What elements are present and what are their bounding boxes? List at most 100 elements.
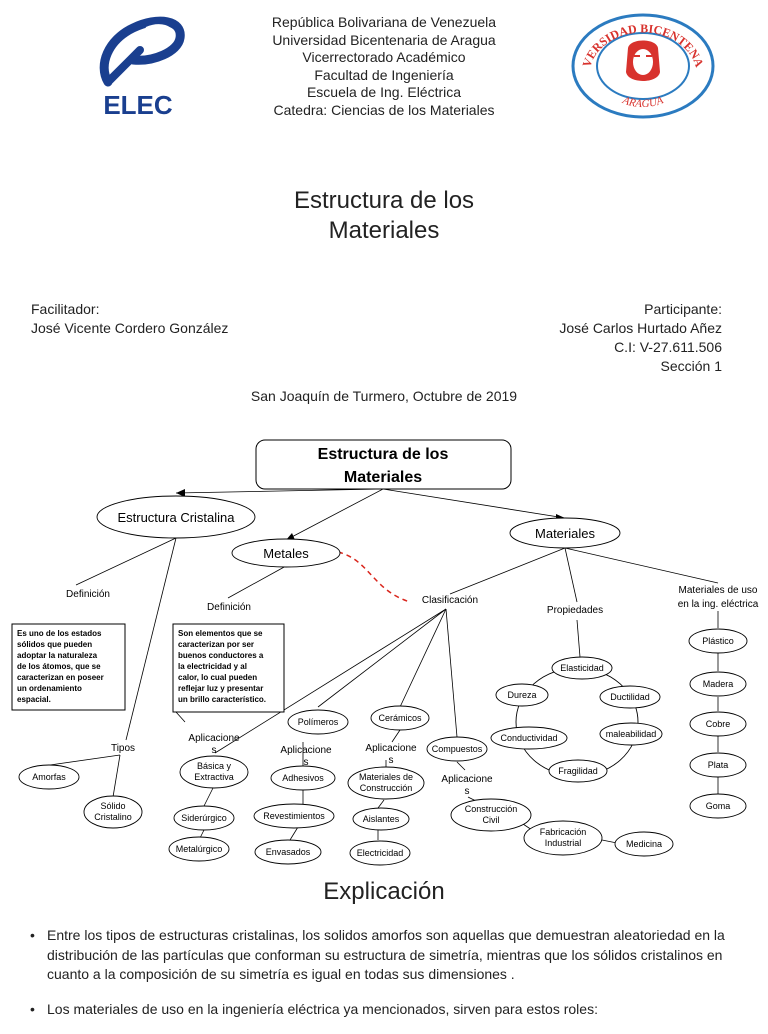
node-materiales-construccion: Materiales de Construcción	[347, 766, 425, 800]
node-fabricacion-industrial: Fabricación Industrial	[523, 820, 603, 856]
svg-text:Aislantes: Aislantes	[363, 814, 400, 824]
small-nodes: Amorfas Sólido Cristalino Básica y Extra…	[18, 628, 748, 866]
bullet-item: • Los materiales de uso en la ingeniería…	[30, 1000, 750, 1020]
svg-text:un ordenamiento: un ordenamiento	[17, 684, 82, 693]
label-tipos: Tipos	[111, 743, 135, 754]
header-line: Facultad de Ingeniería	[314, 66, 454, 83]
svg-text:Madera: Madera	[703, 679, 734, 689]
svg-text:Materiales: Materiales	[535, 526, 595, 541]
svg-text:Medicina: Medicina	[626, 839, 662, 849]
bullet-item: • Entre los tipos de estructuras cristal…	[30, 926, 750, 985]
node-envasados: Envasados	[254, 839, 322, 865]
seal-text-bottom: ARAGUA	[620, 94, 665, 110]
node-compuestos: Compuestos	[426, 736, 488, 762]
svg-text:Amorfas: Amorfas	[32, 772, 66, 782]
svg-text:Básica y: Básica y	[197, 761, 232, 771]
label-propiedades: Propiedades	[547, 605, 603, 616]
svg-text:la electricidad y al: la electricidad y al	[178, 662, 247, 671]
label-aplicaciones-1a: Aplicacione	[188, 733, 240, 744]
svg-text:Polímeros: Polímeros	[298, 717, 339, 727]
svg-text:Estructura Cristalina: Estructura Cristalina	[117, 510, 235, 525]
participant-ci: C.I: V-27.611.506	[614, 339, 722, 355]
svg-text:Materiales: Materiales	[344, 469, 422, 486]
elec-logo: ELEC	[88, 10, 190, 122]
label-aplicaciones-2a: Aplicacione	[280, 745, 332, 756]
svg-text:Construcción: Construcción	[360, 783, 413, 793]
svg-text:buenos conductores a: buenos conductores a	[178, 651, 264, 660]
header-line: República Bolivariana de Venezuela	[271, 14, 497, 30]
svg-text:Ductilidad: Ductilidad	[610, 692, 650, 702]
label-aplicaciones-2b: s	[304, 757, 309, 768]
node-plastico: Plástico	[688, 628, 748, 654]
svg-text:Fabricación: Fabricación	[540, 827, 587, 837]
label-aplicaciones-3b: s	[389, 755, 394, 766]
elec-logo-text: ELEC	[103, 90, 173, 120]
institution-header: República Bolivariana de Venezuela Unive…	[200, 14, 568, 119]
label-materiales-uso-1: Materiales de uso	[679, 585, 758, 596]
svg-text:adoptar la naturaleza: adoptar la naturaleza	[17, 651, 98, 660]
label-aplicaciones-1b: s	[212, 745, 217, 756]
svg-text:Sólido: Sólido	[100, 801, 125, 811]
node-cobre: Cobre	[689, 711, 747, 737]
svg-text:de los átomos, que se: de los átomos, que se	[17, 662, 101, 671]
elec-logo-graphic: ELEC	[99, 16, 185, 120]
title-line-1: Estructura de los	[293, 187, 475, 214]
bullet-text: Los materiales de uso en la ingeniería e…	[47, 1000, 598, 1017]
svg-text:Materiales de: Materiales de	[359, 772, 413, 782]
label-definicion-1: Definición	[66, 589, 110, 600]
svg-text:Es uno de los estados: Es uno de los estados	[17, 629, 102, 638]
facilitator-label: Facilitador:	[31, 301, 100, 317]
node-dureza: Dureza	[495, 683, 549, 707]
svg-text:Goma: Goma	[706, 801, 731, 811]
svg-text:Civil: Civil	[483, 815, 500, 825]
svg-text:Cobre: Cobre	[706, 719, 731, 729]
svg-text:Extractiva: Extractiva	[194, 772, 234, 782]
node-solido-cristalino: Sólido Cristalino	[83, 795, 143, 829]
header-line: Universidad Bicentenaria de Aragua	[272, 31, 496, 48]
svg-text:Cristalino: Cristalino	[94, 812, 132, 822]
participant-name: José Carlos Hurtado Añez	[559, 320, 722, 336]
svg-text:Envasados: Envasados	[266, 847, 311, 857]
node-amorfas: Amorfas	[18, 764, 80, 790]
svg-text:Elasticidad: Elasticidad	[560, 663, 604, 673]
explanation-title: Explicación	[323, 878, 445, 905]
header-line: Escuela de Ing. Eléctrica	[306, 84, 462, 100]
svg-text:ARAGUA: ARAGUA	[620, 94, 665, 110]
dashed-link	[337, 551, 411, 603]
node-maleabilidad: maleabilidad	[599, 722, 663, 746]
node-revestimientos: Revestimientos	[253, 803, 335, 829]
participant-label: Participante:	[644, 301, 722, 317]
map-labels: Definición Definición Tipos Clasificació…	[66, 585, 759, 797]
header-line: Vicerrectorado Académico	[302, 49, 466, 65]
document-title: Estructura de los Materiales	[184, 186, 584, 246]
node-goma: Goma	[689, 793, 747, 819]
participant-block: Participante: José Carlos Hurtado Añez C…	[559, 300, 722, 376]
svg-text:Plata: Plata	[708, 760, 729, 770]
label-definicion-2: Definición	[207, 602, 251, 613]
svg-text:Cerámicos: Cerámicos	[378, 713, 422, 723]
facilitator-block: Facilitador: José Vicente Cordero Gonzál…	[31, 300, 228, 338]
concept-map: Estructura de los Materiales Estructura …	[11, 439, 759, 866]
svg-text:caracterizan en poseer: caracterizan en poseer	[17, 673, 104, 682]
node-medicina: Medicina	[614, 831, 674, 857]
label-aplicaciones-4b: s	[465, 786, 470, 797]
svg-text:espacial.: espacial.	[17, 695, 51, 704]
svg-text:Estructura de los: Estructura de los	[318, 446, 449, 463]
node-construccion-civil: Construcción Civil	[450, 798, 532, 832]
svg-text:maleabilidad: maleabilidad	[606, 729, 657, 739]
svg-text:Electricidad: Electricidad	[357, 848, 404, 858]
svg-text:Metales: Metales	[263, 546, 309, 561]
svg-text:sólidos que pueden: sólidos que pueden	[17, 640, 92, 649]
svg-text:Revestimientos: Revestimientos	[263, 811, 325, 821]
node-metales: Metales	[231, 538, 341, 568]
node-estructura-cristalina: Estructura Cristalina	[96, 495, 256, 539]
place-date: San Joaquín de Turmero, Octubre de 2019	[250, 388, 518, 404]
node-basica-extractiva: Básica y Extractiva	[179, 755, 249, 789]
node-ceramicos: Cerámicos	[370, 705, 430, 731]
facilitator-name: José Vicente Cordero González	[31, 320, 229, 336]
label-materiales-uso-2: en la ing. eléctrica	[678, 599, 759, 610]
svg-text:Dureza: Dureza	[507, 690, 536, 700]
root-node: Estructura de los Materiales	[255, 439, 512, 490]
explanation-bullets: • Entre los tipos de estructuras cristal…	[30, 926, 750, 1034]
bullet-marker: •	[30, 927, 35, 943]
